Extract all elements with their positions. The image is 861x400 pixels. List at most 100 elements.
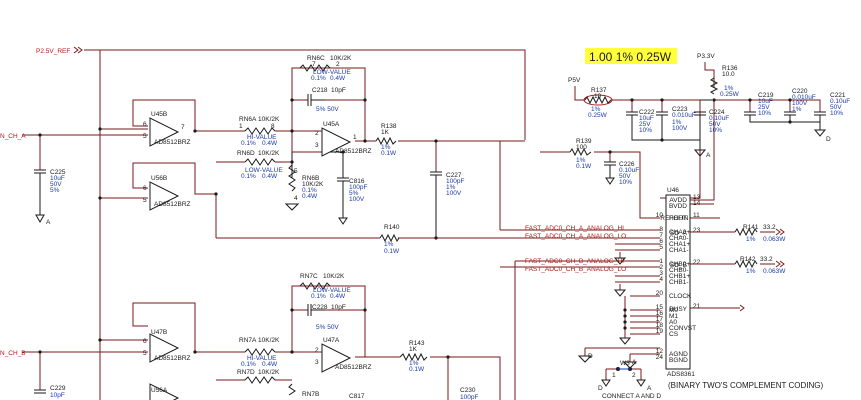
adc-pin-name: BUSY xyxy=(669,306,687,313)
net-fast-a-lo: FAST_ADC0_CH_A_ANALOG_LO xyxy=(525,233,626,240)
opamp-part: AD8512BRZ xyxy=(335,148,372,155)
svg-text:10K/2K: 10K/2K xyxy=(258,337,280,344)
svg-text:10%: 10% xyxy=(709,127,722,134)
adc-pin-number: 8 xyxy=(659,226,663,233)
opamp-part: AD8512BRZ xyxy=(335,364,372,371)
svg-text:33.2: 33.2 xyxy=(760,256,773,263)
adc-pin-name: CHA1- xyxy=(669,247,689,254)
adc-pin-name: SD_B xyxy=(670,262,687,269)
opamp-ref: U56B xyxy=(151,175,167,182)
svg-text:R142: R142 xyxy=(740,256,756,263)
adc-pin-name: CHB1+ xyxy=(669,273,690,280)
capacitor-c222: C222 10uF 25V 10% xyxy=(626,109,700,141)
svg-text:0.063W: 0.063W xyxy=(763,268,786,275)
adc-pin-name: CLOCK xyxy=(669,293,692,300)
svg-text:100pF: 100pF xyxy=(446,178,464,185)
value-note: 1.00 1% 0.25W xyxy=(585,48,677,64)
svg-text:50V: 50V xyxy=(830,104,842,111)
svg-text:0.4W: 0.4W xyxy=(262,140,278,147)
svg-text:0.1%: 0.1% xyxy=(302,187,317,194)
net-fast-b-hi: FAST_ADC0_CH_B_ANALOG_HI xyxy=(525,258,624,265)
net-p33v: P3.3V xyxy=(697,53,715,60)
capacitor-c218: C218 10pF 5% 50V xyxy=(307,87,346,113)
opamp-ref: U45B xyxy=(151,111,167,118)
svg-text:0.1W: 0.1W xyxy=(409,366,425,373)
resistor-rn6d: RN6D 10K/2K LOW-VALUE 0.1% 0.4W xyxy=(237,150,283,180)
svg-text:0.10uF: 0.10uF xyxy=(709,115,729,122)
svg-text:10pF: 10pF xyxy=(331,304,346,311)
resistor-r142: R142 33.2 1% 0.063W xyxy=(734,256,786,275)
adc-pin-name: M0 xyxy=(669,307,678,314)
svg-text:C224: C224 xyxy=(709,109,725,116)
svg-text:0.4W: 0.4W xyxy=(302,193,318,200)
svg-text:2: 2 xyxy=(632,372,636,379)
svg-text:C227: C227 xyxy=(446,172,462,179)
capacitor-c229: C229 10pF xyxy=(34,385,66,399)
resistor-r139: R139 100 1% 0.1W xyxy=(569,138,592,170)
svg-text:0.1%: 0.1% xyxy=(311,293,326,300)
adc-pin-number: 14 xyxy=(693,200,701,207)
net-fast-a-hi: FAST_ADC0_CH_A_ANALOG_HI xyxy=(525,225,624,232)
adc-pin-number: 13 xyxy=(693,194,701,201)
svg-text:1%: 1% xyxy=(746,268,756,275)
svg-text:100V: 100V xyxy=(446,190,462,197)
svg-text:C226: C226 xyxy=(619,161,635,168)
svg-text:5: 5 xyxy=(143,350,147,357)
svg-text:1%: 1% xyxy=(792,106,802,113)
adc-pin-number: 16 xyxy=(656,310,664,317)
svg-text:D: D xyxy=(826,136,831,143)
capacitor-c224: C224 0.10uF 50V 10% xyxy=(694,109,729,150)
svg-text:10%: 10% xyxy=(619,179,632,186)
svg-text:33.2: 33.2 xyxy=(763,224,776,231)
adc-pin-name: CHB1- xyxy=(669,279,689,286)
svg-text:1K: 1K xyxy=(381,129,390,136)
svg-text:10%: 10% xyxy=(639,127,652,134)
svg-text:D: D xyxy=(588,353,593,360)
opamp-ref: U56A xyxy=(151,387,168,394)
opamp-u45a: U45A AD8512BRZ 2 3 1 xyxy=(315,121,372,157)
adc-pin-number: 3 xyxy=(659,270,663,277)
svg-text:A: A xyxy=(46,219,51,226)
svg-text:10K/2K: 10K/2K xyxy=(258,116,280,123)
resistor-rn6a: RN6A 10K/2K 1 8 HI-VALUE 0.1% 0.4W xyxy=(239,116,280,147)
svg-text:A: A xyxy=(632,359,637,366)
adc-pin-name: BGND xyxy=(669,357,688,364)
adc-pin-name: CS xyxy=(669,331,679,338)
adc-pin-number: 24 xyxy=(656,354,664,361)
adc-pin-number: 22 xyxy=(693,259,701,266)
svg-text:5% 50V: 5% 50V xyxy=(316,106,339,113)
adc-pin-number: 2 xyxy=(659,264,663,271)
capacitor-c228: C228 10pF 5% 50V xyxy=(307,304,346,331)
svg-text:R140: R140 xyxy=(384,224,400,231)
svg-text:10%: 10% xyxy=(758,110,771,117)
svg-text:HI-VALUE: HI-VALUE xyxy=(247,134,277,141)
adc-pin-name: CONVST xyxy=(669,325,696,332)
svg-text:0.4W: 0.4W xyxy=(262,173,278,180)
resistor-r140: R140 1% 0.1W xyxy=(379,224,400,255)
svg-text:5%: 5% xyxy=(349,190,359,197)
opamp-part: AD8512BRZ xyxy=(154,139,191,146)
capacitor-c223: C223 0.010uF 1% 100V xyxy=(656,106,696,140)
svg-text:RN6A: RN6A xyxy=(239,116,257,123)
resistor-rn6c: RN6C 10K/2K 7 2 LOW-VALUE 0.1% 0.4W xyxy=(299,55,352,82)
svg-text:0.1W: 0.1W xyxy=(576,163,592,170)
capacitor-c220: C220 0.010uF 100V 1% xyxy=(784,88,816,122)
adc-pin-number: 5 xyxy=(659,244,663,251)
adc-pin-name: BVDD xyxy=(669,203,687,210)
svg-text:0.1%: 0.1% xyxy=(241,140,256,147)
svg-text:1: 1 xyxy=(612,372,616,379)
net-connect-ad: CONNECT A AND D xyxy=(602,393,661,400)
net-fast-b-lo: FAST_ADC0_CH_B_ANALOG_LO xyxy=(525,266,626,273)
svg-text:0.1W: 0.1W xyxy=(381,150,397,157)
svg-text:10uF: 10uF xyxy=(50,175,65,182)
svg-text:10K/2K: 10K/2K xyxy=(258,369,280,376)
svg-text:RN7B: RN7B xyxy=(302,391,319,398)
svg-text:2: 2 xyxy=(315,130,319,137)
resistor-r143: R143 1K 1% 0.1W xyxy=(399,340,428,373)
resistor-r141: R141 33.2 1% 0.063W xyxy=(734,224,786,243)
adc-pin-name: CHA0- xyxy=(669,235,689,242)
svg-text:10K/2K: 10K/2K xyxy=(302,181,324,188)
opamp-ref: U45A xyxy=(323,121,340,128)
svg-text:R143: R143 xyxy=(409,340,425,347)
